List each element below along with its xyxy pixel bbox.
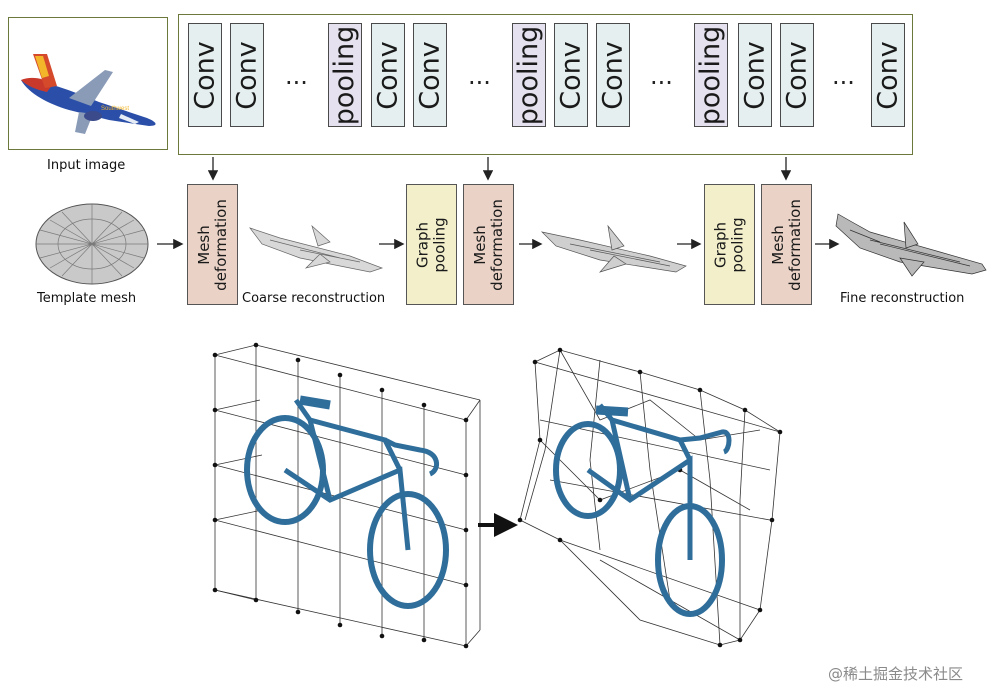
pooling-layer: pooling xyxy=(694,23,728,127)
airplane-photo: Southwest xyxy=(21,54,156,134)
template-mesh-ellipsoid xyxy=(35,203,149,285)
template-mesh-caption: Template mesh xyxy=(37,291,137,306)
conv-layer: Conv xyxy=(871,23,905,127)
watermark: @稀土掘金技术社区 xyxy=(828,665,964,683)
fine-airplane-mesh xyxy=(835,213,987,277)
conv-layer: Conv xyxy=(413,23,447,127)
conv-layer: Conv xyxy=(596,23,630,127)
conv-layer: Conv xyxy=(738,23,772,127)
bicycle-deformed xyxy=(553,403,732,617)
conv-layer: Conv xyxy=(230,23,264,127)
input-image-frame: Southwest xyxy=(8,17,168,150)
input-image-caption: Input image xyxy=(47,158,126,173)
pooling-layer: pooling xyxy=(328,23,362,127)
conv-layer: Conv xyxy=(188,23,222,127)
coarse-airplane-mesh xyxy=(249,224,384,273)
grid-depth-lines xyxy=(214,344,481,647)
coarse-reconstruction-caption: Coarse reconstruction xyxy=(242,291,386,306)
conv-layer: Conv xyxy=(780,23,814,127)
ellipsis: ... xyxy=(285,62,308,90)
fine-reconstruction-caption: Fine reconstruction xyxy=(840,291,965,306)
pooling-layer: pooling xyxy=(512,23,546,127)
ellipsis: ... xyxy=(650,62,673,90)
deformed-grid xyxy=(519,349,781,646)
bicycle-original xyxy=(244,395,449,609)
grid-node xyxy=(212,342,469,649)
intermediate-airplane-mesh xyxy=(540,224,687,273)
ellipsis: ... xyxy=(832,62,855,90)
svg-text:Southwest: Southwest xyxy=(101,106,129,112)
conv-layer: Conv xyxy=(371,23,405,127)
conv-layer: Conv xyxy=(554,23,588,127)
ellipsis: ... xyxy=(468,62,491,90)
deformed-grid-node xyxy=(517,347,783,648)
